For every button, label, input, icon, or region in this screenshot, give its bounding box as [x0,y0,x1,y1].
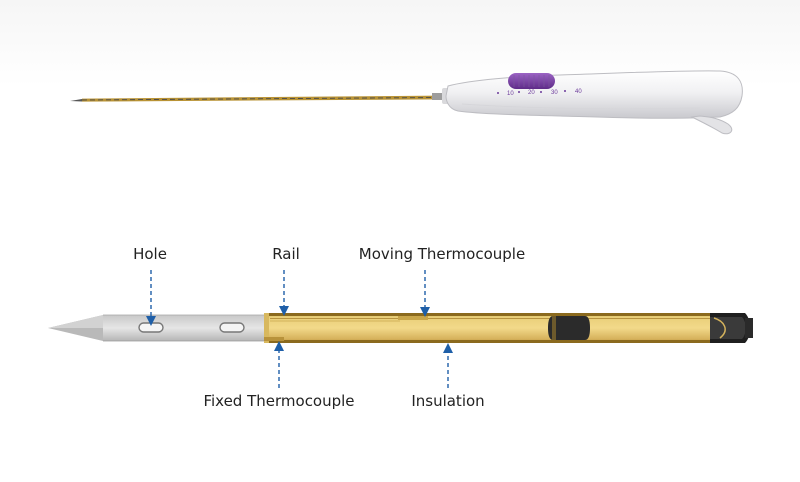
insulation-sleeve [264,313,753,343]
label-fixed-thermocouple: Fixed Thermocouple [203,392,355,410]
label-hole: Hole [133,245,167,263]
depth-scale: 10 20 30 40 [497,89,582,97]
rail-arrow [279,270,289,316]
probe-needle [70,88,450,104]
fixed-thermocouple [264,337,284,341]
moving-thermocouple [398,316,428,320]
scale-mark-30: 30 [551,90,558,96]
steel-tip [48,314,265,342]
hole-2 [219,322,245,333]
scale-mark-10: 10 [507,91,514,97]
probe-handle: 10 20 30 40 [445,70,743,135]
fixed-thermocouple-arrow [274,341,284,388]
label-rail: Rail [272,245,300,263]
scale-mark-20: 20 [528,90,535,96]
insulation-arrow [443,343,453,388]
label-insulation: Insulation [411,392,485,410]
scale-mark-40: 40 [575,89,582,95]
probe-cross-section [48,313,753,343]
callout-arrows [146,270,453,388]
depth-slider [508,73,555,89]
label-moving-thermocouple: Moving Thermocouple [358,245,526,263]
moving-thermocouple-arrow [420,270,430,317]
probe-assembly: 10 20 30 40 [70,70,743,135]
hole-arrow [146,270,156,326]
